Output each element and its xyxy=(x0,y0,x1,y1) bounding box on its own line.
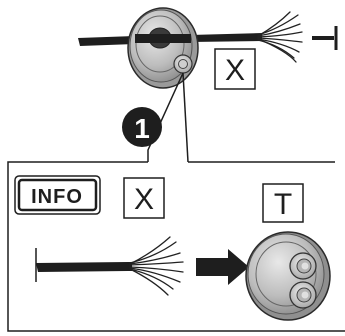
top-gland xyxy=(127,7,199,89)
panel-gland xyxy=(245,231,331,321)
svg-text:X: X xyxy=(134,183,154,216)
info-tag: INFO xyxy=(14,175,101,215)
callout-lines xyxy=(147,72,189,163)
panel-wire-strands xyxy=(129,236,184,296)
top-x-label: X xyxy=(214,48,256,90)
callout-1-badge: 1 xyxy=(122,107,162,147)
svg-text:X: X xyxy=(225,54,245,87)
svg-text:T: T xyxy=(274,188,292,221)
svg-text:INFO: INFO xyxy=(31,186,83,208)
svg-text:1: 1 xyxy=(134,113,150,144)
panel-x-label: X xyxy=(123,177,165,219)
panel-t-label: T xyxy=(262,183,304,223)
top-cable-assembly: X xyxy=(78,7,338,90)
top-cable-left xyxy=(78,36,135,46)
info-panel: INFO X T xyxy=(7,161,345,332)
panel-arrow xyxy=(196,249,249,285)
top-wire-strands xyxy=(257,11,303,63)
panel-cable xyxy=(36,262,132,272)
top-cable-right xyxy=(190,33,262,42)
